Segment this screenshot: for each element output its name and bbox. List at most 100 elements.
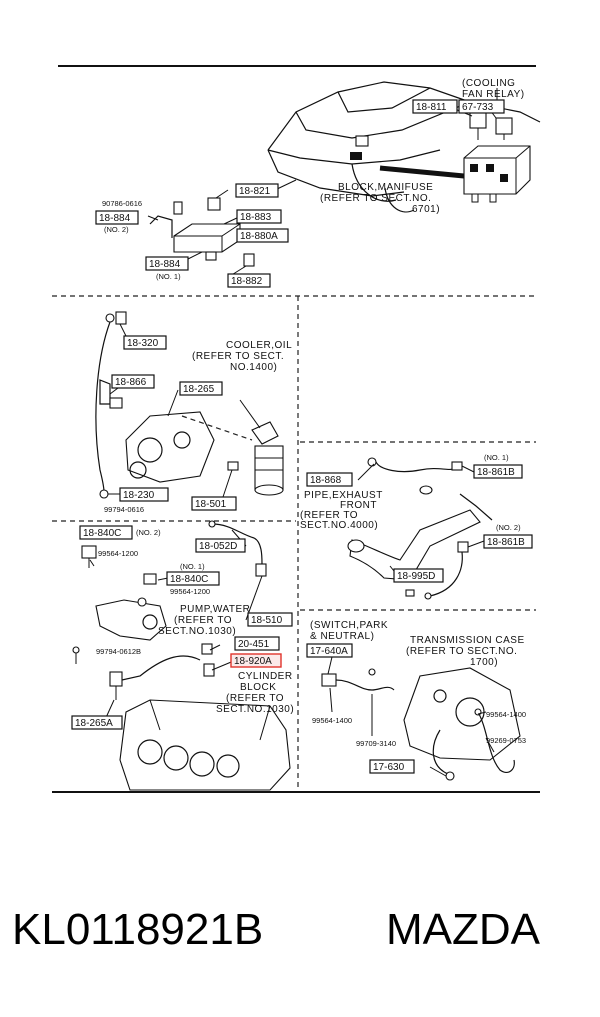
label-18-882-text: 18-882 (231, 276, 263, 287)
label-18-868: 18-868 (306, 472, 353, 487)
label-18-995d: 18-995D (393, 568, 444, 583)
leaders-s2 (108, 323, 261, 501)
note-pump-2: (REFER TO (174, 615, 232, 626)
note-manifuse-3: 6701) (412, 204, 440, 215)
label-18-811-text: 18-811 (416, 102, 447, 113)
note-trans-1: TRANSMISSION CASE (410, 635, 525, 646)
label-18-882: 18-882 (227, 273, 271, 288)
part-99709-3140: 99709-3140 (356, 739, 396, 748)
label-18-501: 18-501 (191, 496, 237, 511)
part-99564-1200-a: 99564-1200 (98, 549, 138, 558)
label-18-265a: 18-265A (71, 715, 123, 730)
note-cylinder-4: SECT.NO.1030) (216, 704, 294, 715)
label-18-052d-text: 18-052D (199, 541, 237, 552)
label-18-880a-text: 18-880A (240, 231, 278, 242)
coolant-sensors (72, 520, 267, 700)
label-18-880a: 18-880A (236, 228, 289, 243)
part-99564-1400-a: 99564-1400 (312, 716, 352, 725)
tag-no1-c: (NO. 1) (180, 562, 205, 571)
label-18-884-no1-text: 18-884 (149, 259, 181, 270)
label-18-840c-no1-text: 18-840C (170, 574, 208, 585)
label-18-510: 18-510 (247, 612, 293, 627)
label-18-320: 18-320 (123, 335, 167, 350)
note-pump-3: SECT.NO.1030) (158, 626, 236, 637)
leaders-s5 (327, 656, 495, 777)
exhaust-pipe (347, 457, 493, 600)
label-18-320-text: 18-320 (127, 338, 159, 349)
note-manifuse-1: BLOCK,MANIFUSE (338, 182, 433, 193)
label-18-884-no2: 18-884 (95, 210, 139, 225)
tag-no2-b: (NO. 2) (496, 523, 521, 532)
label-18-052d: 18-052D (195, 538, 246, 553)
label-18-866-text: 18-866 (115, 377, 147, 388)
tag-no1-b: (NO. 1) (484, 453, 509, 462)
part-99564-1400-b: 99564-1400 (486, 710, 526, 719)
label-17-630: 17-630 (369, 759, 415, 774)
label-18-265a-text: 18-265A (75, 718, 113, 729)
note-pipe-3: (REFER TO (300, 510, 358, 521)
label-18-265-text: 18-265 (183, 384, 215, 395)
note-pump-1: PUMP,WATER (180, 604, 250, 615)
parts-diagram: 18-811 67-733 18-821 18-884 18-883 18-88… (52, 65, 541, 793)
note-trans-2: (REFER TO SECT.NO. (406, 646, 517, 657)
fan-relays (469, 111, 513, 140)
label-18-861b-no2-text: 18-861B (487, 537, 525, 548)
note-cylinder-2: BLOCK (240, 682, 276, 693)
note-cylinder-3: (REFER TO (226, 693, 284, 704)
label-20-451-text: 20-451 (238, 639, 270, 650)
label-18-501-text: 18-501 (195, 499, 227, 510)
label-18-866: 18-866 (111, 374, 155, 389)
label-18-883: 18-883 (236, 209, 282, 224)
label-18-230: 18-230 (119, 487, 169, 502)
part-99269-0753: 99269-0753 (486, 736, 526, 745)
part-99564-1200-b: 99564-1200 (170, 587, 210, 596)
label-18-230-text: 18-230 (123, 490, 155, 501)
tag-no1-a: (NO. 1) (156, 272, 181, 281)
note-cylinder-1: CYLINDER (238, 671, 293, 682)
note-cooler-2: (REFER TO SECT. (192, 351, 284, 362)
tag-no2-a: (NO. 2) (104, 225, 129, 234)
car-illustration (267, 81, 541, 213)
note-trans-3: 1700) (470, 657, 498, 668)
oil-cooler (251, 421, 284, 496)
note-pipe-4: SECT.NO.4000) (300, 520, 378, 531)
note-cooler-1: COOLER,OIL (226, 340, 292, 351)
label-18-840c-no2-text: 18-840C (83, 528, 121, 539)
label-18-861b-no1-text: 18-861B (477, 467, 515, 478)
label-18-868-text: 18-868 (310, 475, 342, 486)
label-67-733: 67-733 (458, 99, 505, 114)
label-18-920a-highlighted[interactable]: 18-920A (230, 653, 282, 668)
label-18-884-no2-text: 18-884 (99, 213, 131, 224)
label-18-920a-text: 18-920A (234, 656, 272, 667)
label-18-840c-no1: 18-840C (166, 571, 220, 586)
note-cooler-3: NO.1400) (230, 362, 277, 373)
label-18-995d-text: 18-995D (397, 571, 435, 582)
label-18-265: 18-265 (179, 381, 223, 396)
label-18-883-text: 18-883 (240, 212, 272, 223)
label-67-733-text: 67-733 (462, 102, 494, 113)
footer: KL0118921B MAZDA (0, 905, 600, 975)
part-number: KL0118921B (12, 905, 264, 954)
label-17-640a-text: 17-640A (310, 646, 348, 657)
label-18-510-text: 18-510 (251, 615, 283, 626)
transmission-parts (321, 667, 521, 781)
oil-sensor-parts (95, 311, 239, 499)
label-18-861b-no1: 18-861B (473, 464, 523, 479)
label-17-630-text: 17-630 (373, 762, 405, 773)
note-switch-2: & NEUTRAL) (310, 631, 374, 642)
note-manifuse-2: (REFER TO SECT.NO. (320, 193, 431, 204)
brand-name: MAZDA (386, 905, 540, 954)
cylinder-block (119, 699, 291, 791)
label-20-451: 20-451 (234, 636, 280, 651)
note-switch-1: (SWITCH,PARK (310, 620, 388, 631)
part-90786-0616: 90786-0616 (102, 199, 142, 208)
label-18-840c-no2: 18-840C (79, 525, 133, 540)
label-17-640a: 17-640A (306, 643, 353, 658)
part-99794-0612b: 99794-0612B (96, 647, 141, 656)
note-pipe-2: FRONT (340, 500, 377, 511)
label-18-821: 18-821 (235, 183, 279, 198)
note-cooling-fan-2: FAN RELAY) (462, 89, 525, 100)
tag-no2-c: (NO. 2) (136, 528, 161, 537)
label-18-821-text: 18-821 (239, 186, 271, 197)
part-99794-0616: 99794-0616 (104, 505, 144, 514)
